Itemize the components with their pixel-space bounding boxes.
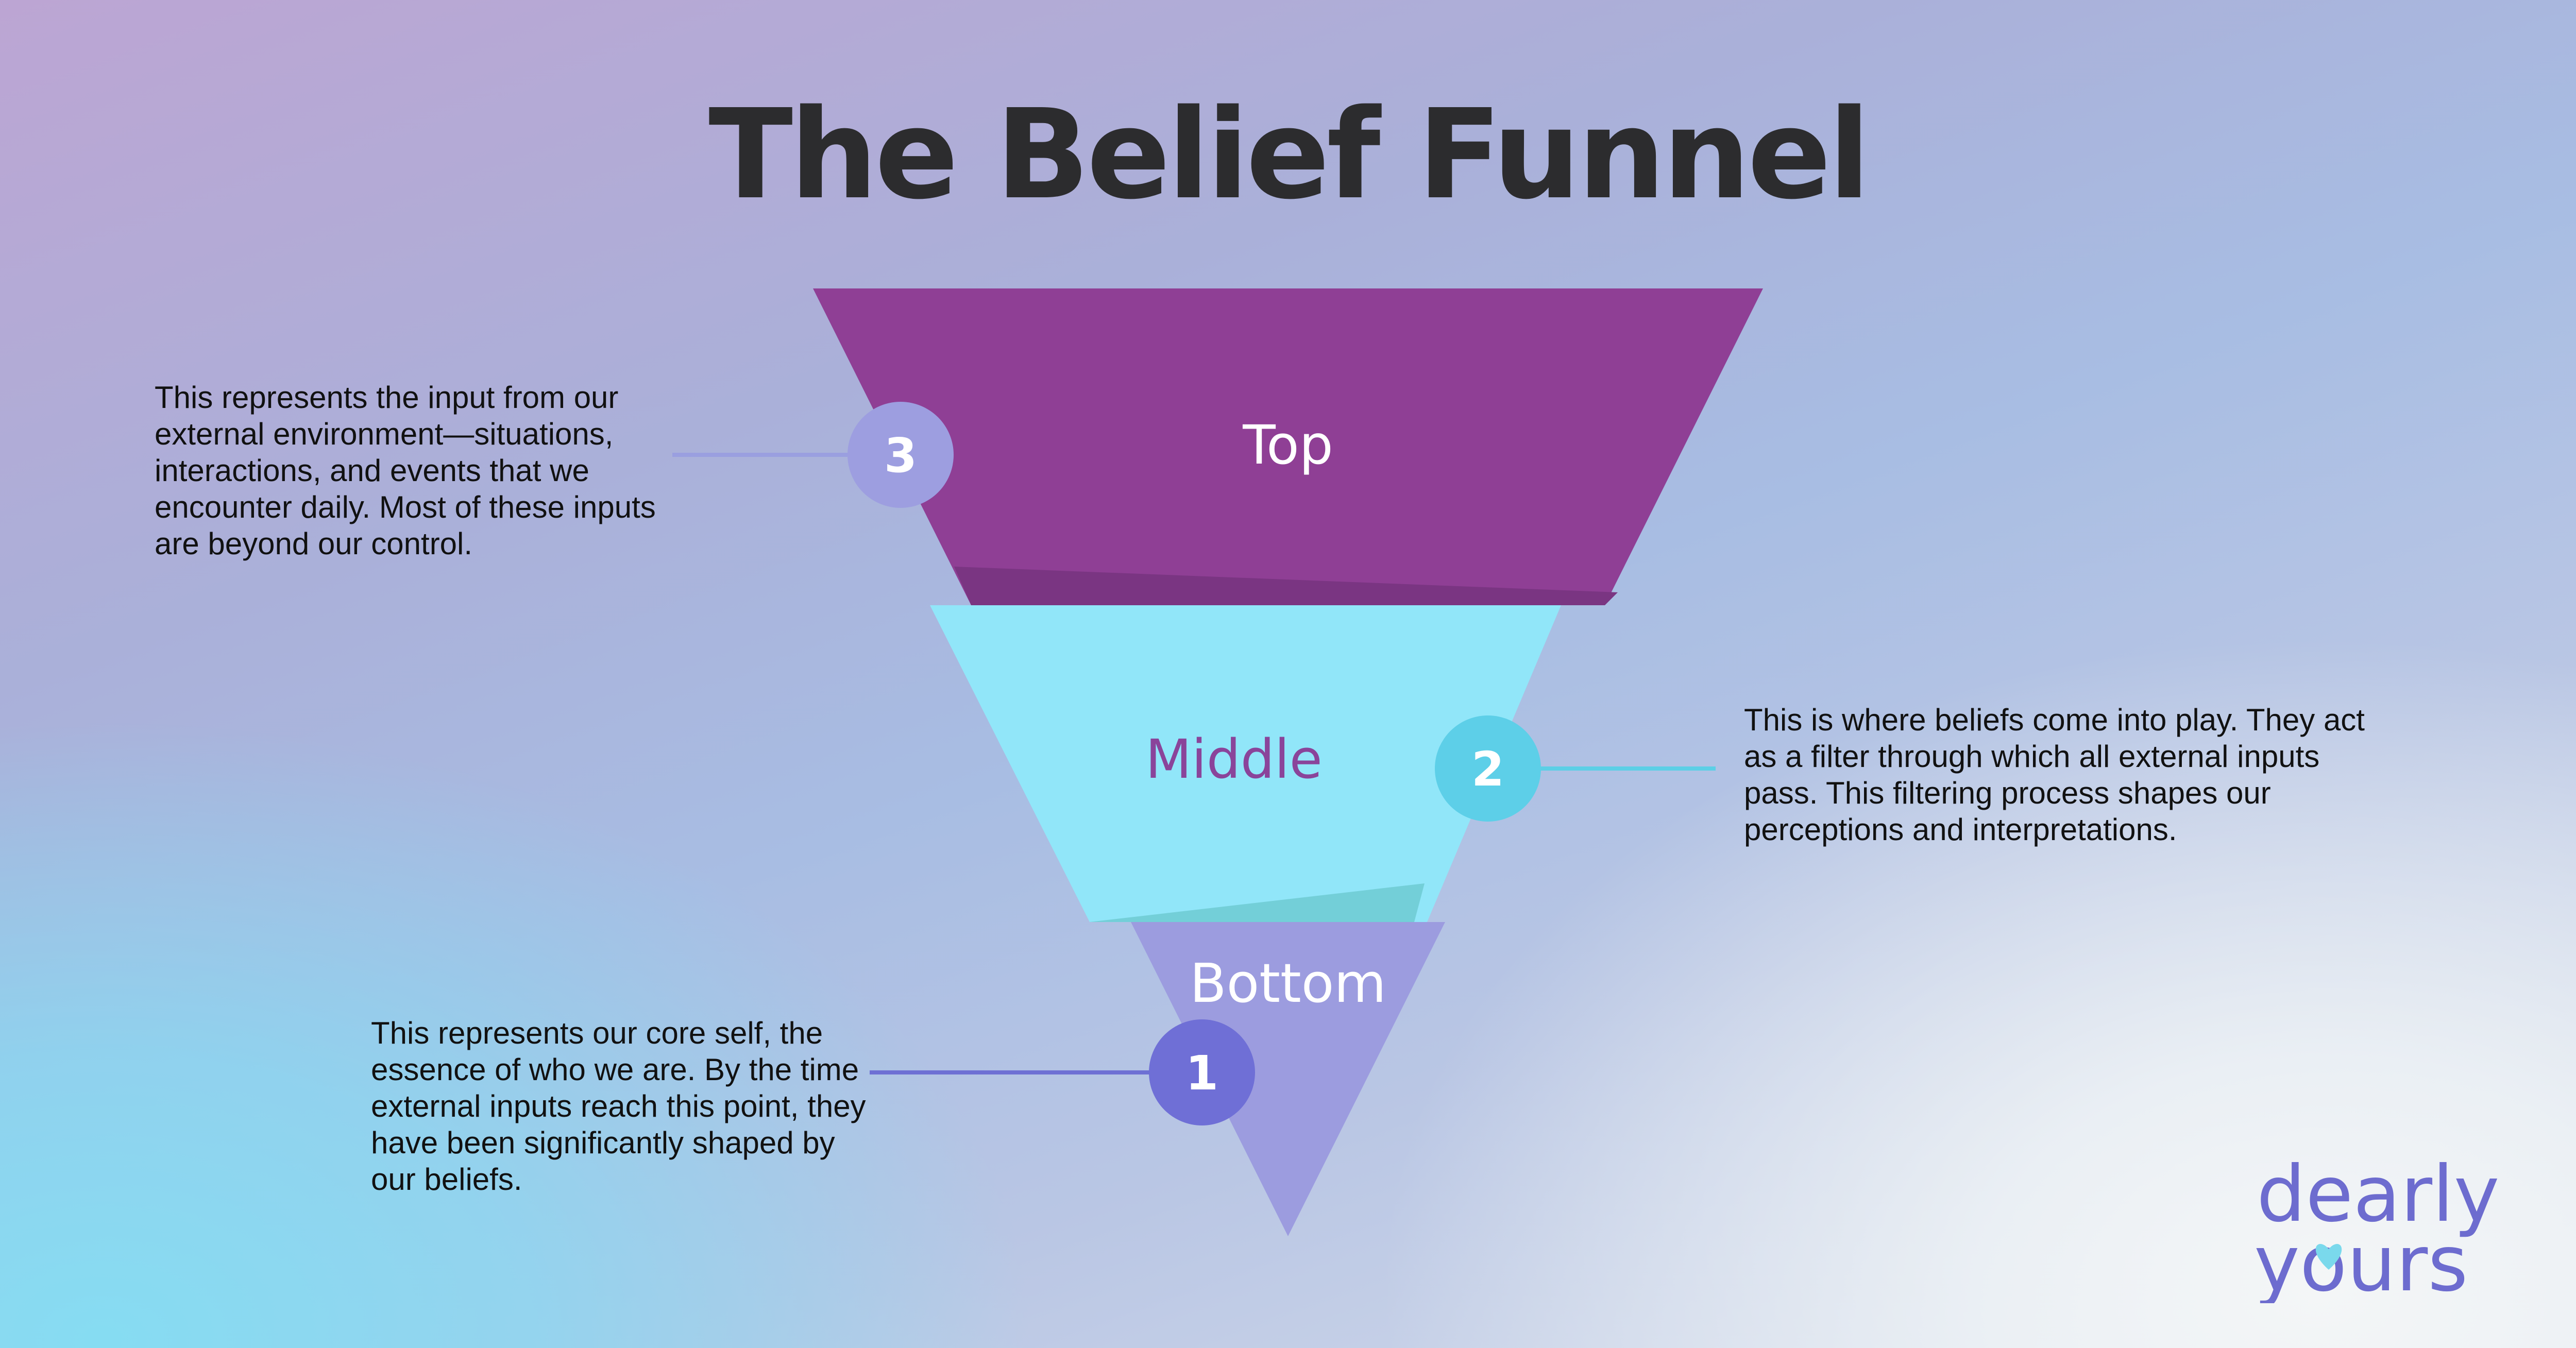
logo-line1: dearly <box>2257 1159 2500 1239</box>
logo-line2: yours <box>2254 1219 2468 1303</box>
dearly-yours-logo: dearly yours <box>2254 1159 2500 1303</box>
badge-3: 3 <box>848 402 954 508</box>
funnel-segment-bottom: Bottom <box>1131 922 1445 1236</box>
segment-label-middle: Middle <box>1145 728 1323 791</box>
badge-number-3: 3 <box>884 428 917 483</box>
page-title: The Belief Funnel <box>708 82 1870 227</box>
segment-label-bottom: Bottom <box>1190 952 1386 1015</box>
description-top: This represents the input from our exter… <box>155 380 656 561</box>
description-bottom: This represents our core self, the essen… <box>371 1016 866 1197</box>
badge-number-2: 2 <box>1471 742 1504 797</box>
badge-1: 1 <box>1149 1019 1255 1125</box>
segment-label-top: Top <box>1242 414 1333 476</box>
badge-2: 2 <box>1435 715 1541 822</box>
description-middle: This is where beliefs come into play. Th… <box>1744 703 2365 847</box>
badge-number-1: 1 <box>1185 1046 1218 1101</box>
heart-icon <box>2315 1243 2342 1270</box>
funnel-segment-top: Top <box>813 288 1763 605</box>
funnel-segment-middle: Middle <box>930 605 1561 922</box>
